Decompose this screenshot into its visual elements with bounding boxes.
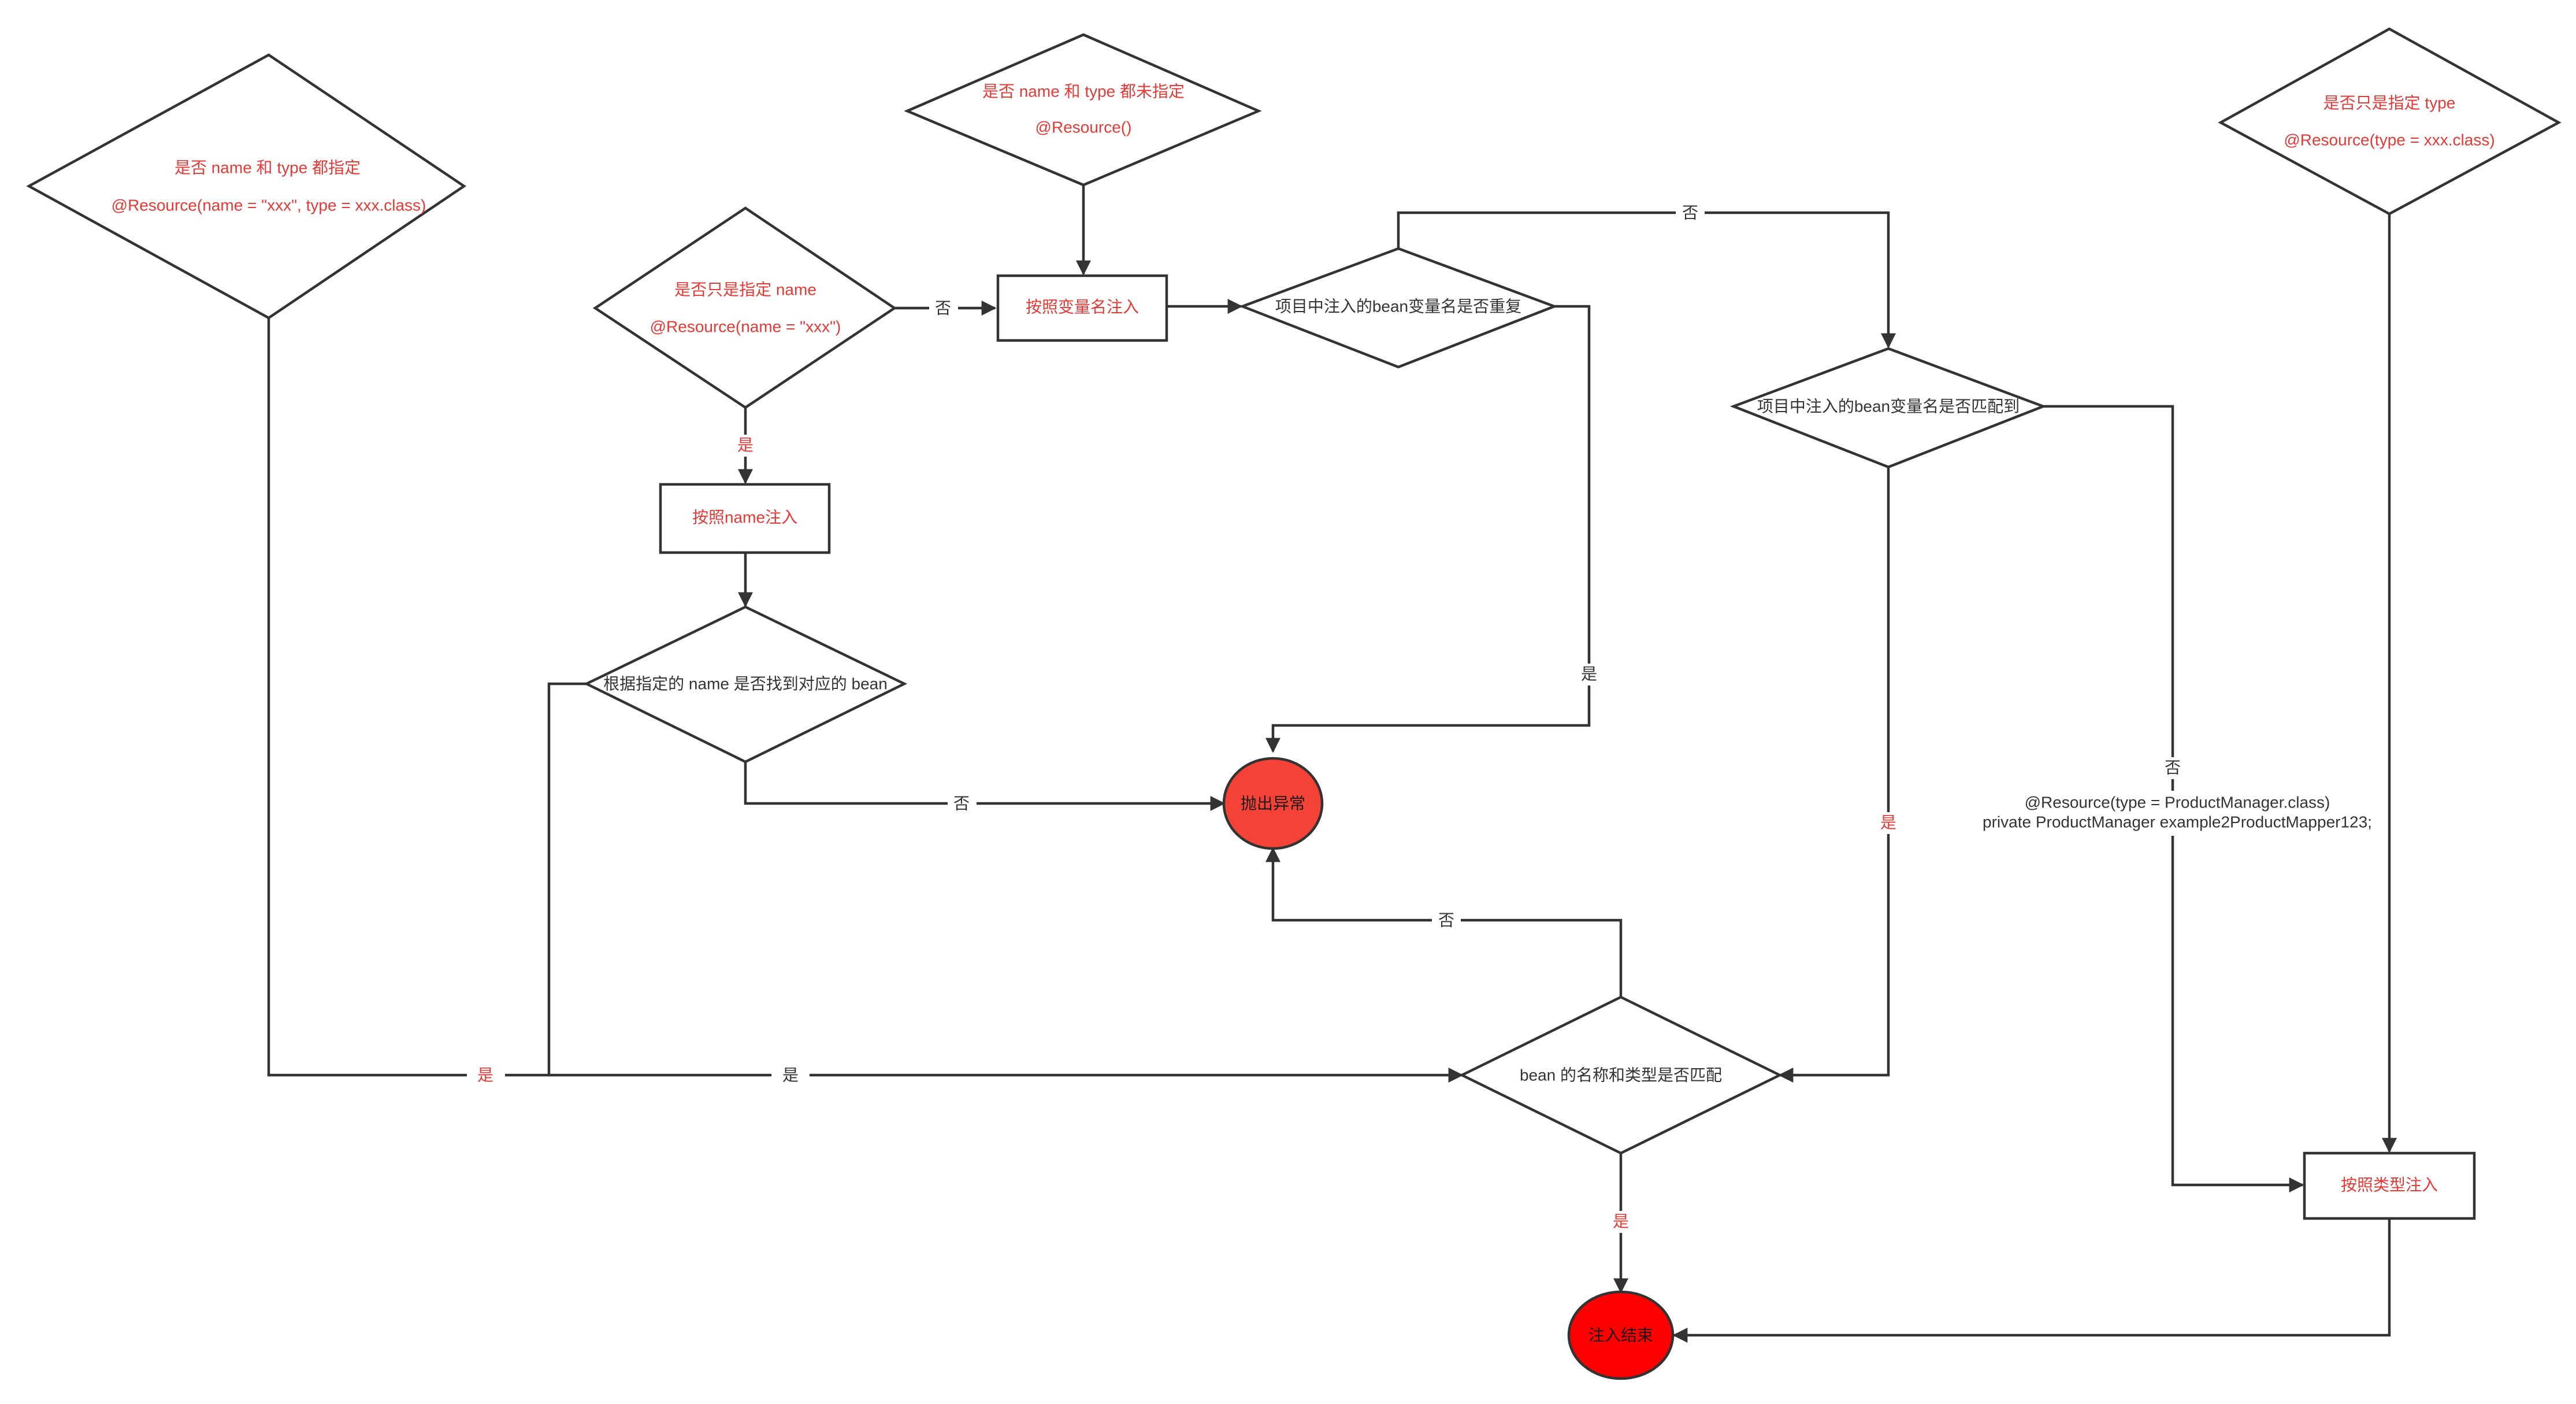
process-inject-by-varname: 按照变量名注入 [996,274,1168,342]
decision-bean-found: 根据指定的 name 是否找到对应的 bean [583,605,908,764]
decision-name-only-code: @Resource(name = "xxx") [650,317,841,335]
terminal-injection-end-text: 注入结束 [1588,1326,1653,1344]
decision-bean-found-text: 根据指定的 name 是否找到对应的 bean [603,675,888,692]
edge-found-no [744,762,1226,811]
decision-name-type-match: bean 的名称和类型是否匹配 [1458,995,1783,1155]
edge-label-nameonly-yes: 是 [737,436,754,454]
edge-dup-no [1397,211,1896,349]
decision-type-only-text: 是否只是指定 type [2323,94,2456,112]
edge-label-found-yes: 是 [782,1066,799,1084]
decision-varname-matched: 项目中注入的bean变量名是否匹配到 [1729,347,2047,469]
decision-varname-matched-text: 项目中注入的bean变量名是否匹配到 [1757,397,2020,415]
decision-name-type-match-text: bean 的名称和类型是否匹配 [1520,1066,1722,1084]
edge-label-matchvar-no: 否 [2165,758,2181,776]
edge-label-matchvar-yes: 是 [1880,813,1896,831]
process-inject-by-name: 按照name注入 [659,483,831,554]
decision-both-specified-code: @Resource(name = "xxx", type = xxx.class… [112,196,426,214]
edge-label-nametype-no: 否 [1438,911,1454,929]
process-inject-by-varname-text: 按照变量名注入 [1026,298,1139,316]
decision-type-only-code: @Resource(type = xxx.class) [2284,131,2495,149]
process-inject-by-name-text: 按照name注入 [692,508,797,526]
annotation-line2: private ProductManager example2ProductMa… [1983,813,2372,831]
edge-both-yes [267,318,1464,1083]
decision-neither-specified-code: @Resource() [1035,118,1132,136]
decision-neither-specified: 是否 name 和 type 都未指定 @Resource() [904,33,1262,187]
edge-matchvar-yes [1778,467,1890,1083]
decision-both-specified-text: 是否 name 和 type 都指定 [175,158,361,176]
decision-varname-duplicate-text: 项目中注入的bean变量名是否重复 [1275,297,1521,315]
edge-label-both-yes: 是 [477,1066,493,1084]
decision-varname-duplicate: 项目中注入的bean变量名是否重复 [1238,247,1558,369]
decision-type-only: 是否只是指定 type @Resource(type = xxx.class) [2218,27,2562,216]
edge-label-nametype-yes: 是 [1613,1212,1629,1230]
annotation-line1: @Resource(type = ProductManager.class) [2025,793,2330,811]
terminal-injection-end: 注入结束 [1567,1290,1675,1380]
process-inject-by-type-text: 按照类型注入 [2341,1176,2438,1194]
decision-name-only: 是否只是指定 name @Resource(name = "xxx") [592,206,897,409]
terminal-throw-exception: 抛出异常 [1222,757,1324,850]
decision-both-specified: 是否 name 和 type 都指定 @Resource(name = "xxx… [26,53,467,320]
edge-found-yes [547,682,587,1075]
edge-bytype-to-end [1672,1218,2391,1343]
edge-dup-yes [1265,305,1591,753]
process-inject-by-type: 按照类型注入 [2303,1151,2476,1220]
edge-label-nameonly-no: 否 [935,299,951,317]
terminal-throw-exception-text: 抛出异常 [1241,794,1305,812]
edge-label-dup-yes: 是 [1581,665,1597,683]
decision-name-only-text: 是否只是指定 name [674,280,816,298]
decision-neither-specified-text: 是否 name 和 type 都未指定 [982,82,1185,100]
edge-label-found-no: 否 [953,794,970,812]
edge-label-dup-no: 否 [1682,203,1698,221]
